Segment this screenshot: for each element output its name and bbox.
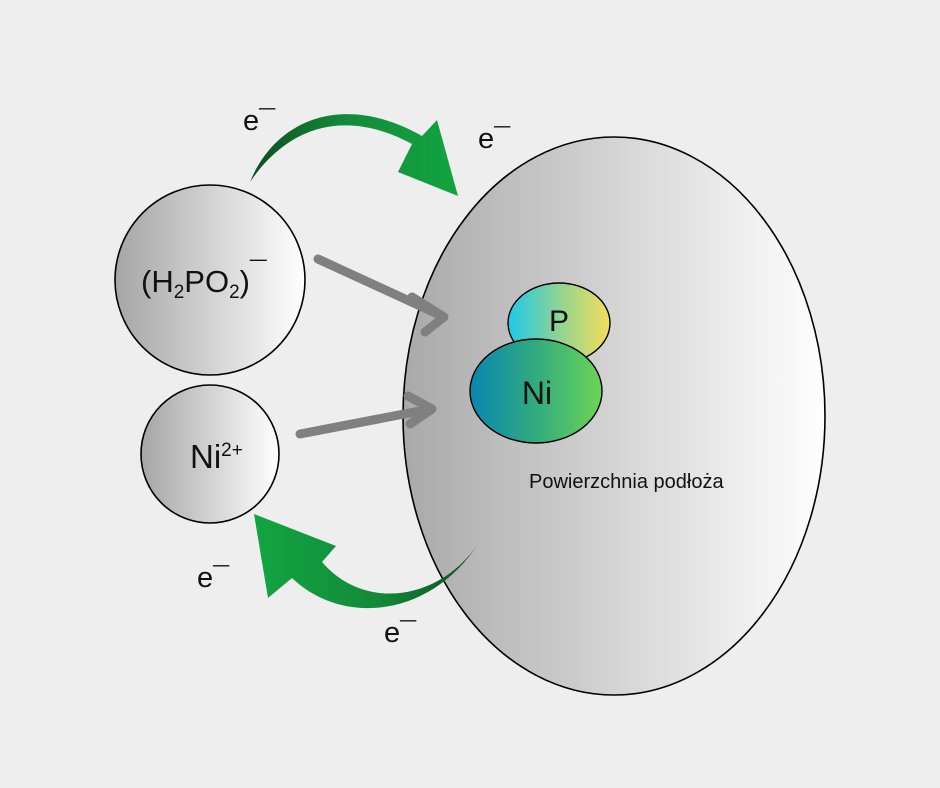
reaction-arrow-hypophosphite: [313, 254, 449, 337]
phosphorus-label: P: [549, 305, 569, 338]
electron-label-bottom-left: e¯: [197, 562, 230, 594]
reaction-arrow-nickel: [295, 391, 437, 439]
deposited-nickel-label: Ni: [522, 375, 552, 411]
hypophosphite-label: (H2PO2)¯: [141, 256, 267, 303]
substrate-label: Powierzchnia podłoża: [529, 471, 724, 493]
nickel-particle: [469, 338, 603, 444]
nickel-ion-label: Ni2+: [190, 438, 243, 475]
nickel-ion: [140, 384, 280, 524]
electron-flow-arrow-top: [250, 114, 458, 196]
electron-flow-arrow-bottom: [254, 514, 478, 609]
electron-label-bottom-right: e¯: [384, 617, 417, 649]
substrate-surface: [402, 136, 826, 696]
electron-label-top-right: e¯: [478, 123, 511, 155]
hypophosphite-ion: [114, 184, 306, 376]
electron-label-top-left: e¯: [243, 105, 276, 137]
